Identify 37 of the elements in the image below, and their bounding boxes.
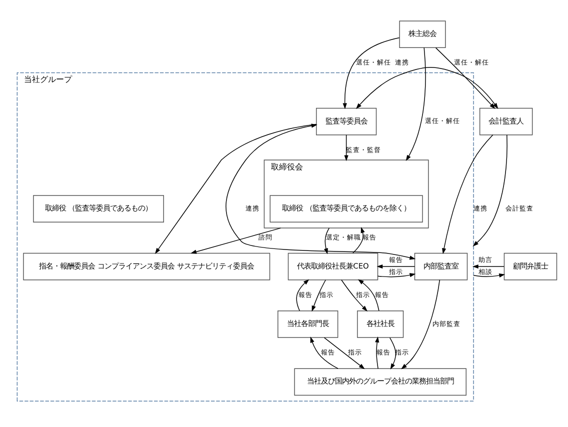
arrow: [377, 272, 416, 277]
arrow: [344, 134, 348, 161]
node-box: 顧問弁護士: [504, 252, 558, 280]
arrow: [154, 123, 317, 254]
arrow: [472, 134, 508, 246]
arrow: [310, 336, 338, 368]
arrow: [442, 134, 494, 254]
arrow: [324, 227, 330, 254]
node-box: 各社社長: [357, 310, 404, 338]
arrow: [401, 279, 440, 369]
arrow: [312, 279, 326, 312]
node-box: 当社各部門長: [278, 310, 338, 338]
arrow: [473, 272, 506, 278]
arrow: [341, 279, 368, 311]
arrow: [376, 264, 415, 268]
node-box: 指名・報酬委員会 コンプライアンス委員会 サステナビリティ委員会: [23, 252, 270, 280]
node-box: 監査等委員会: [316, 107, 377, 135]
arrow: [226, 123, 416, 260]
node-box: 取締役 （監査等委員であるもの）: [33, 194, 164, 222]
node-box: 株主総会: [399, 20, 446, 48]
node-box: 取締役 （監査等委員であるものを除く）: [270, 194, 423, 222]
arrow: [358, 278, 380, 311]
arrow: [390, 336, 396, 369]
arrow: [324, 336, 365, 369]
arrow: [406, 46, 426, 160]
arrow: [375, 336, 380, 368]
node-box: 内部監査室: [414, 252, 468, 280]
arrow: [342, 36, 400, 109]
node-box: 当社及び国内外のグループ会社の業務担当部門: [294, 368, 466, 396]
node-box: 代表取締役社長兼CEO: [288, 252, 378, 280]
arrow: [296, 278, 310, 311]
arrow: [472, 264, 504, 268]
node-box: 会計監査人: [479, 107, 533, 135]
arrow: [435, 46, 496, 109]
arrow: [352, 226, 365, 253]
arrow: [190, 227, 281, 254]
arrow: [356, 66, 498, 109]
